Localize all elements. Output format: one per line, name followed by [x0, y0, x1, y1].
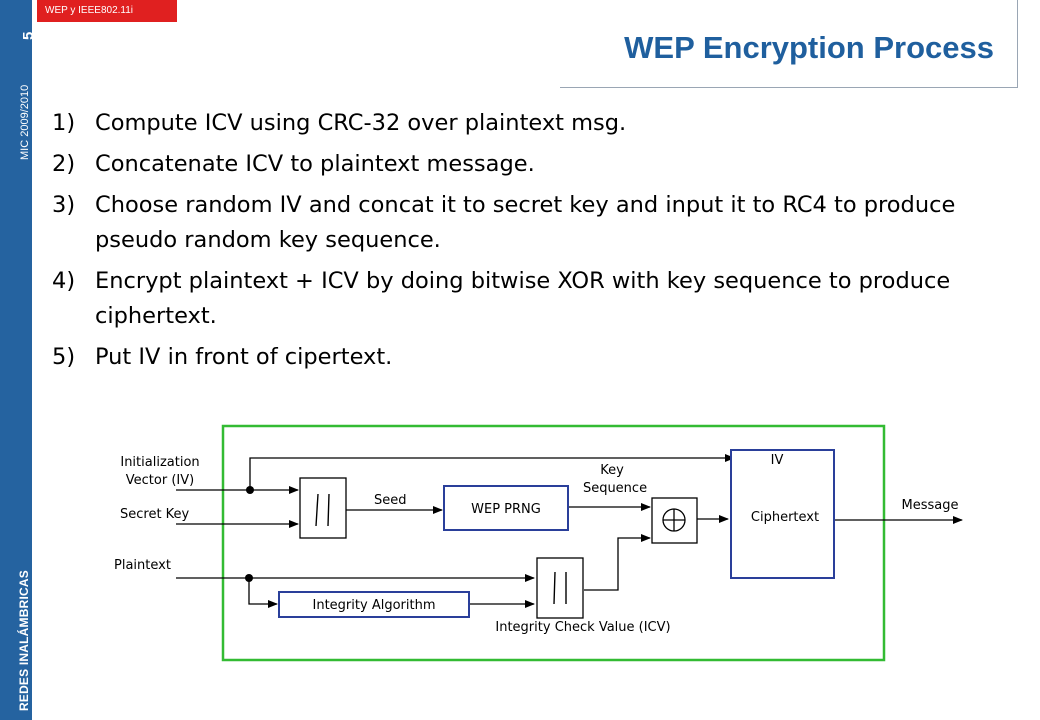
- step-item: 2) Concatenate ICV to plaintext message.: [52, 147, 1002, 182]
- step-text: Encrypt plaintext + ICV by doing bitwise…: [95, 268, 951, 329]
- iv-box-label: IV: [771, 453, 784, 468]
- key-sequence-line2: Sequence: [583, 481, 647, 496]
- xor-box: [651, 497, 698, 544]
- step-number: 4): [52, 268, 76, 294]
- step-number: 5): [52, 344, 76, 370]
- iv-bypass-wire: [249, 454, 735, 490]
- wep-prng-label: WEP PRNG: [471, 502, 541, 517]
- iv-junction-dot: [246, 486, 254, 494]
- ciphertext-box: [730, 449, 835, 579]
- concat-bar: [327, 493, 330, 527]
- concat-box-key: [299, 477, 347, 539]
- integrity-algorithm-box: [278, 591, 470, 618]
- iv-label-line1: Initialization: [120, 455, 199, 470]
- diagram-wires: [176, 454, 963, 608]
- concat-bar: [315, 493, 319, 527]
- section-tag: WEP y IEEE802.11i: [37, 0, 177, 22]
- slide-title: WEP Encryption Process: [624, 30, 994, 65]
- step-number: 1): [52, 110, 76, 136]
- step-text: Compute ICV using CRC-32 over plaintext …: [95, 110, 627, 136]
- step-number: 3): [52, 192, 76, 218]
- step-item: 4) Encrypt plaintext + ICV by doing bitwi…: [52, 264, 1002, 334]
- steps-list: 1) Compute ICV using CRC-32 over plaintex…: [52, 106, 1002, 381]
- sidebar: REDES INALÁMBRICAS MIC 2009/2010 5: [0, 0, 37, 720]
- plaintext-label: Plaintext: [114, 558, 171, 573]
- concat-box-plaintext: [536, 557, 584, 619]
- concat-bar: [553, 571, 556, 605]
- key-sequence-line1: Key: [600, 463, 624, 478]
- step-item: 3) Choose random IV and concat it to secr…: [52, 188, 1002, 258]
- step-number: 2): [52, 151, 76, 177]
- step-text: Choose random IV and concat it to secret…: [95, 192, 956, 253]
- title-divider-horizontal: [560, 87, 1018, 88]
- step-item: 1) Compute ICV using CRC-32 over plaintex…: [52, 106, 1002, 141]
- integrity-algorithm-label: Integrity Algorithm: [313, 598, 436, 613]
- secret-key-label: Secret Key: [120, 507, 190, 522]
- plaintext-to-integrity-wire: [248, 578, 278, 608]
- iv-label-line2: Vector (IV): [126, 473, 194, 488]
- plaintext-junction-dot: [245, 574, 253, 582]
- step-text: Put IV in front of cipertext.: [95, 344, 393, 370]
- ciphertext-label: Ciphertext: [751, 510, 819, 525]
- icv-label: Integrity Check Value (ICV): [495, 620, 670, 635]
- diagram-frame: [221, 424, 886, 662]
- step-text: Concatenate ICV to plaintext message.: [95, 151, 535, 177]
- message-label: Message: [902, 498, 959, 513]
- step-item: 5) Put IV in front of cipertext.: [52, 340, 1002, 375]
- concat-to-xor-wire: [584, 534, 651, 591]
- seed-label: Seed: [374, 493, 407, 508]
- wep-prng-box: [443, 485, 569, 531]
- title-divider-vertical: [1017, 0, 1018, 88]
